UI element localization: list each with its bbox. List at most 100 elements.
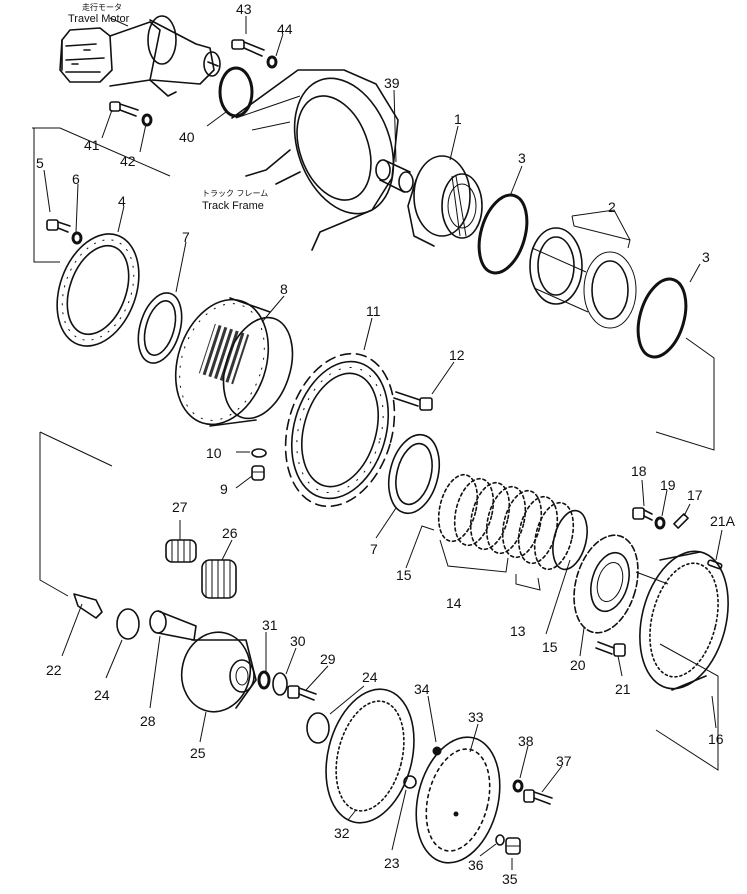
seal-7b xyxy=(387,433,441,515)
callout-2: 2 xyxy=(608,199,616,215)
washer-44 xyxy=(266,55,278,69)
track-frame: トラック フレーム Track Frame xyxy=(202,69,399,251)
callout-23: 23 xyxy=(384,855,400,871)
callout-31: 31 xyxy=(262,617,278,633)
callout-28: 28 xyxy=(140,713,156,729)
washer-24b xyxy=(306,712,330,744)
callout-24a: 24 xyxy=(94,687,110,703)
track-frame-label: Track Frame xyxy=(202,200,264,212)
shaft-22 xyxy=(73,593,103,619)
callout-42: 42 xyxy=(120,153,136,169)
plug-35 xyxy=(505,837,521,855)
washer-24a xyxy=(116,608,140,640)
callout-3a: 3 xyxy=(518,150,526,166)
callout-18: 18 xyxy=(631,463,647,479)
callout-7a: 7 xyxy=(182,229,190,245)
callout-19: 19 xyxy=(660,477,676,493)
callout-35: 35 xyxy=(502,871,518,887)
housing-8 xyxy=(174,297,294,427)
washer-6 xyxy=(71,231,83,245)
bolt-18 xyxy=(632,507,653,521)
bolt-37 xyxy=(523,789,553,805)
callout-37: 37 xyxy=(556,753,572,769)
callout-21: 21 xyxy=(615,681,631,697)
o-ring-40 xyxy=(218,66,254,118)
cover-4 xyxy=(56,233,140,347)
track-frame-jp-label: トラック フレーム xyxy=(202,189,268,198)
callout-22: 22 xyxy=(46,662,62,678)
callout-44: 44 xyxy=(277,21,293,37)
carrier-25 xyxy=(180,631,257,713)
callout-39: 39 xyxy=(384,75,400,91)
callout-26: 26 xyxy=(222,525,238,541)
callout-29: 29 xyxy=(320,651,336,667)
callout-11: 11 xyxy=(366,303,381,319)
plug-9 xyxy=(251,465,265,481)
callout-41: 41 xyxy=(84,137,100,153)
callout-25: 25 xyxy=(190,745,206,761)
callout-34: 34 xyxy=(414,681,430,697)
callout-32: 32 xyxy=(334,825,350,841)
o-ring-10 xyxy=(251,448,267,458)
callout-6: 6 xyxy=(72,171,80,187)
travel-motor: 走行モータ Travel Motor xyxy=(59,2,221,97)
seal-7a xyxy=(137,292,183,364)
washer-38 xyxy=(512,779,524,793)
callout-43: 43 xyxy=(236,1,252,17)
ring-36 xyxy=(495,834,505,846)
bolt-41 xyxy=(109,101,139,117)
callout-7b: 7 xyxy=(370,541,378,557)
callout-15a: 15 xyxy=(396,567,412,583)
pin-17 xyxy=(673,513,689,529)
bolt-12 xyxy=(393,391,433,411)
callout-33: 33 xyxy=(468,709,484,725)
bolt-5 xyxy=(46,219,71,233)
callout-1: 1 xyxy=(454,111,462,127)
bearing-27 xyxy=(165,539,197,563)
sleeve-39 xyxy=(375,159,414,193)
callout-9: 9 xyxy=(220,481,228,497)
shaft-28 xyxy=(149,610,197,641)
cover-33 xyxy=(415,736,501,864)
callout-30: 30 xyxy=(290,633,306,649)
callout-numbers: 43 44 39 1 40 41 42 3 5 6 4 2 7 3 8 11 1… xyxy=(36,1,736,887)
travel-motor-label: Travel Motor xyxy=(68,13,130,25)
o-ring-3b xyxy=(636,277,688,359)
callout-16: 16 xyxy=(708,731,724,747)
hub-1 xyxy=(407,155,483,247)
o-ring-3a xyxy=(477,193,529,275)
callout-12: 12 xyxy=(449,347,465,363)
washer-30 xyxy=(272,672,288,696)
bolt-43 xyxy=(231,39,265,57)
callout-3b: 3 xyxy=(702,249,710,265)
ring-31 xyxy=(257,670,271,690)
bolt-21 xyxy=(595,641,626,657)
callout-36: 36 xyxy=(468,857,484,873)
disc-pack-14 xyxy=(437,473,588,571)
ball-23 xyxy=(403,775,417,789)
washer-42 xyxy=(141,113,153,127)
callout-17: 17 xyxy=(687,487,703,503)
callout-24b: 24 xyxy=(362,669,378,685)
callout-27: 27 xyxy=(172,499,188,515)
callout-5: 5 xyxy=(36,155,44,171)
callout-10: 10 xyxy=(206,445,222,461)
callout-21A: 21A xyxy=(710,513,736,529)
ring-gear-16 xyxy=(639,550,729,691)
gear-20 xyxy=(573,534,639,634)
callout-14: 14 xyxy=(446,595,462,611)
bearing-2 xyxy=(529,227,637,329)
callout-4: 4 xyxy=(118,193,126,209)
ring-32 xyxy=(325,688,415,824)
travel-motor-jp-label: 走行モータ xyxy=(82,2,122,12)
callout-13: 13 xyxy=(510,623,526,639)
callout-20: 20 xyxy=(570,657,586,673)
washer-19 xyxy=(654,516,666,530)
leader-lines xyxy=(32,16,723,870)
gear-26 xyxy=(201,559,237,599)
callout-8: 8 xyxy=(280,281,288,297)
callout-15b: 15 xyxy=(542,639,558,655)
callout-40: 40 xyxy=(179,129,195,145)
callout-38: 38 xyxy=(518,733,534,749)
